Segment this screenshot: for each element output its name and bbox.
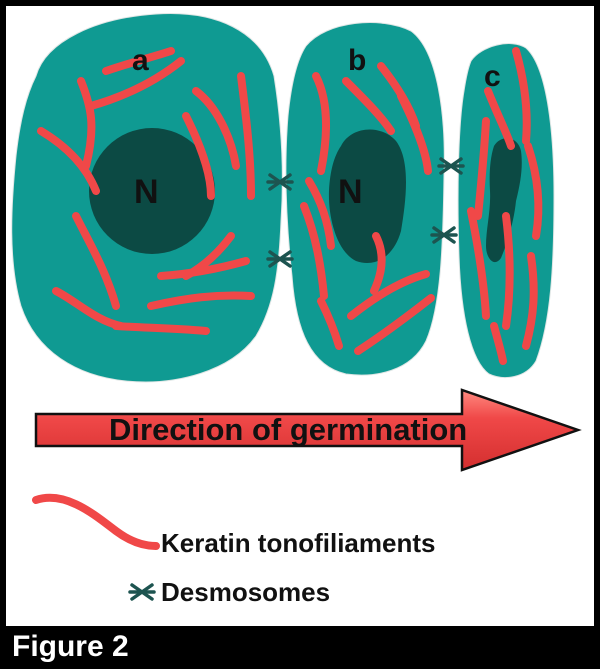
direction-arrow-label: Direction of germination [109,412,467,447]
keratin-filament [522,252,538,350]
keratin-filament [347,270,430,320]
cell-a: a N [11,13,283,383]
cell-c-nucleus [486,138,522,263]
keratin-filament [192,87,240,170]
keratin-filament [182,232,235,280]
cell-b-nucleus [328,129,406,263]
cell-a-label: a [132,44,149,77]
legend-keratin-swatch [32,493,160,550]
keratin-filament [317,297,343,350]
keratin-filament [397,92,432,175]
cell-c-label: c [484,60,501,93]
keratin-filament [484,87,515,150]
keratin-filament [502,212,514,330]
keratin-filament [147,291,255,310]
cell-b-nucleus-label: N [338,173,363,211]
keratin-filament [512,47,531,145]
keratin-filament [182,112,215,200]
keratin-filament [87,57,185,110]
desmosome-marker [430,226,458,244]
keratin-filament [474,117,490,220]
cell-c: c [457,43,555,378]
keratin-filament [102,47,175,75]
cell-b-label: b [348,44,366,77]
keratin-filament [342,77,395,135]
desmosome-marker [266,173,294,191]
direction-arrow-shape [34,388,582,472]
keratin-filament [157,257,250,280]
keratin-filament [300,202,328,300]
cell-c-keratin-filaments [467,47,543,365]
cell-a-nucleus-label: N [134,173,159,211]
figure-caption: Figure 2 [12,630,129,663]
diagram-panel: a N b N [6,6,594,626]
keratin-filament [72,212,120,310]
keratin-filament [524,142,543,240]
desmosome-marker [437,157,465,175]
keratin-filament [370,232,386,295]
cell-a-keratin-filaments [37,47,255,335]
keratin-filament [312,72,330,175]
germination-diagram: a N b N [11,13,582,607]
keratin-filament [112,322,210,335]
legend-desmosome-label: Desmosomes [161,577,330,607]
cell-b: b N [285,22,445,376]
cell-b-keratin-filaments [300,62,435,355]
legend: Keratin tonofiliaments Desmosomes [32,493,435,607]
keratin-filament [77,77,96,170]
desmosome-marker [266,250,294,268]
direction-arrow: Direction of germination [34,388,582,472]
keratin-filament [490,322,507,365]
legend-desmosome-swatch [128,583,156,601]
cell-a-nucleus [89,128,215,254]
keratin-filament [237,72,255,200]
keratin-filament [354,294,435,355]
legend-keratin-label: Keratin tonofiliaments [161,528,435,558]
keratin-filament [305,177,335,250]
keratin-filament [467,207,490,320]
keratin-filament [37,127,100,195]
